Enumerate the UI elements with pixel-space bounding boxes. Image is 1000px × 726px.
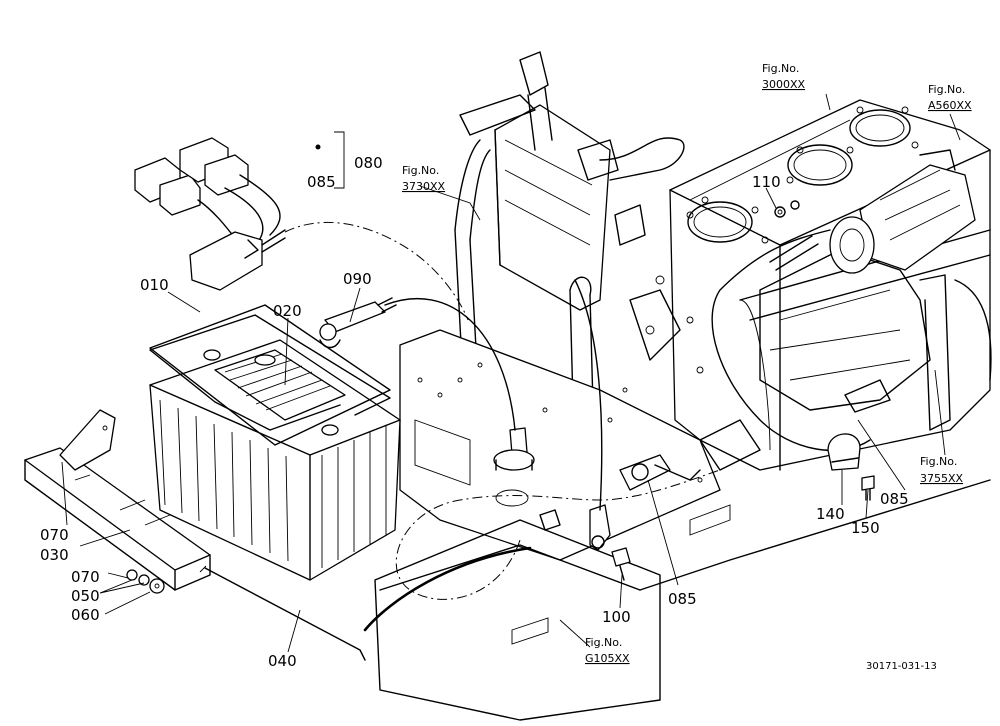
part-140-clip xyxy=(827,433,861,471)
starter-cable-terminal xyxy=(769,235,819,271)
label-040: 040 xyxy=(268,652,297,670)
fig-ref-g105xx-prefix: Fig.No. xyxy=(585,636,622,649)
label-060: 060 xyxy=(71,606,100,624)
fig-ref-3000xx-number[interactable]: 3000XX xyxy=(762,78,806,91)
label-010: 010 xyxy=(140,276,169,294)
lower-frame xyxy=(374,479,991,721)
negative-lug xyxy=(589,504,611,551)
rops-frame xyxy=(454,51,685,481)
cable-clamp-085 xyxy=(619,454,701,491)
part-090-terminal xyxy=(319,297,397,349)
fig-ref-3000xx-prefix: Fig.No. xyxy=(762,62,799,75)
leader-lines xyxy=(61,93,961,653)
label-085-top: 085 xyxy=(307,173,336,191)
fig-ref-a560xx-number[interactable]: A560XX xyxy=(928,99,972,112)
cylinder-bores xyxy=(687,109,911,243)
battery-breather-tube xyxy=(363,546,532,632)
bracket-small xyxy=(539,509,561,531)
drawing-number: 30171-031-13 xyxy=(866,661,937,672)
ground-cable-085 xyxy=(395,469,721,600)
fig-ref-a560xx-prefix: Fig.No. xyxy=(928,83,965,96)
label-090: 090 xyxy=(343,270,372,288)
fig-ref-3755xx-number[interactable]: 3755XX xyxy=(920,472,964,485)
fig-ref-3730xx-number[interactable]: 3730XX xyxy=(402,180,446,193)
engine-block xyxy=(629,99,992,471)
part-150-bolt xyxy=(861,475,875,501)
label-080: 080 xyxy=(354,154,383,172)
cable-to-lug xyxy=(574,279,603,511)
part-085-dot xyxy=(315,144,321,150)
fig-ref-3755xx-prefix: Fig.No. xyxy=(920,455,957,468)
part-030-bracket xyxy=(24,447,211,591)
label-030: 030 xyxy=(40,546,69,564)
label-140: 140 xyxy=(816,505,845,523)
bracket-080 xyxy=(334,131,345,189)
fig-ref-3730xx-prefix: Fig.No. xyxy=(402,164,439,177)
part-110-washer xyxy=(774,206,786,218)
part-100-bolt xyxy=(611,547,631,581)
label-150: 150 xyxy=(851,519,880,537)
starter-cable-upper xyxy=(711,229,871,452)
hold-down-frame xyxy=(149,314,391,431)
starter-motor xyxy=(829,149,976,274)
figure-references: Fig.No. 3000XX Fig.No. A560XX Fig.No. 37… xyxy=(402,62,972,665)
part-040-rod xyxy=(204,567,366,661)
part-070-stay xyxy=(59,409,116,471)
label-020: 020 xyxy=(273,302,302,320)
harness-connectors xyxy=(134,137,286,291)
label-070-lower: 070 xyxy=(71,568,100,586)
positive-cable xyxy=(384,297,516,431)
fig-ref-g105xx-number[interactable]: G105XX xyxy=(585,652,630,665)
label-070-upper: 070 xyxy=(40,526,69,544)
head-bolt-holes xyxy=(645,106,919,374)
label-100: 100 xyxy=(602,608,631,626)
part-050-060-hardware xyxy=(126,569,165,594)
label-085-center: 085 xyxy=(668,590,697,608)
label-050: 050 xyxy=(71,587,100,605)
label-110: 110 xyxy=(752,173,781,191)
grommet-post xyxy=(493,427,535,507)
part-number-labels: 085 080 010 020 090 110 070 030 070 050 … xyxy=(40,154,909,670)
starter-cable-lug xyxy=(844,379,891,413)
label-085-right: 085 xyxy=(880,490,909,508)
